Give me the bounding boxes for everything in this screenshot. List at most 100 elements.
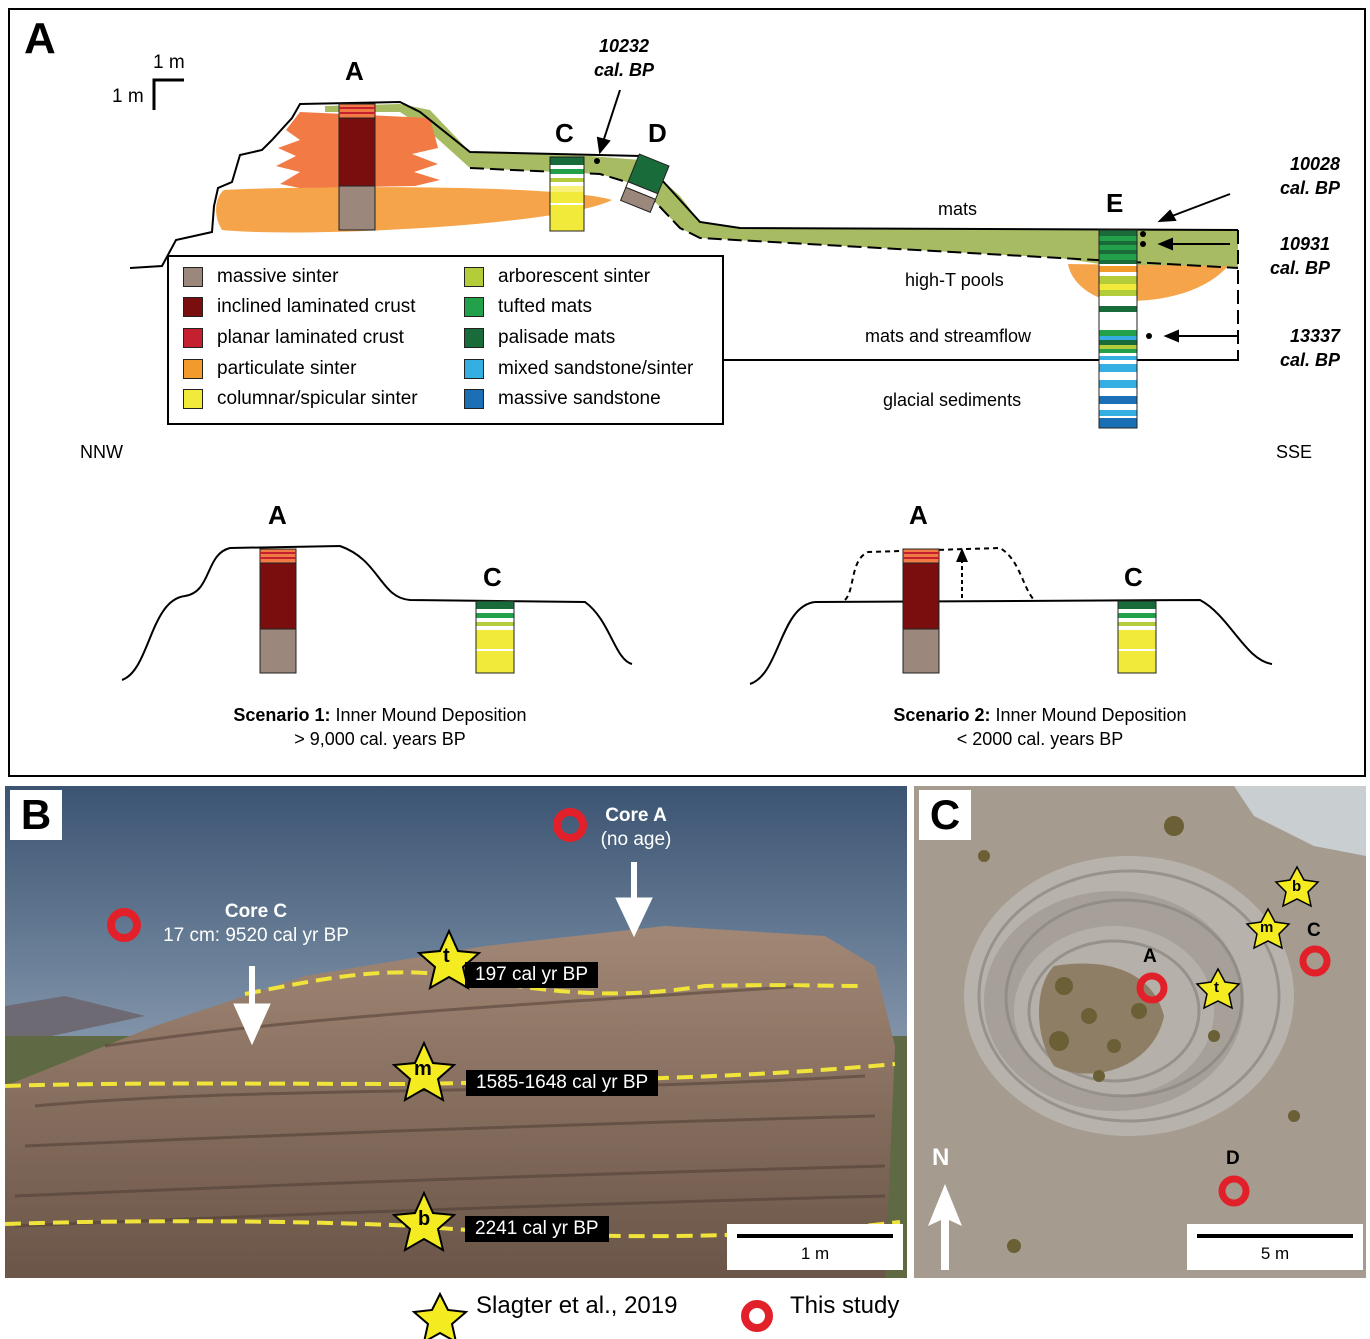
- north-label: N: [932, 1144, 950, 1171]
- zone-mats-streamflow: mats and streamflow: [865, 326, 1032, 346]
- legend-swatch: [183, 359, 203, 379]
- star-b-label: b: [418, 1208, 431, 1230]
- arrow-10232: [602, 89, 621, 143]
- scale-bar: [1197, 1234, 1353, 1238]
- legend-swatch: [183, 297, 203, 317]
- column-label-c: C: [555, 118, 574, 148]
- date-10931-unit: cal. BP: [1269, 258, 1330, 278]
- legend-label: planar laminated crust: [217, 327, 404, 348]
- zone-mats: mats: [938, 199, 978, 219]
- legend-label: massive sandstone: [498, 388, 661, 409]
- panel-c-photo: [914, 786, 1366, 1278]
- legend-item: inclined laminated crust: [183, 295, 416, 319]
- date-10232-number: 10232: [598, 36, 650, 56]
- particulate-lens-e: [1068, 264, 1228, 301]
- zone-glacial-sediments: glacial sediments: [883, 390, 1022, 410]
- scenario2-age: < 2000 cal. years BP: [956, 729, 1124, 749]
- legend-slagter: Slagter et al., 2019: [476, 1292, 678, 1319]
- legend-label: palisade mats: [498, 327, 616, 348]
- column-label-a: A: [345, 56, 364, 86]
- core-column-e: [1098, 229, 1138, 429]
- legend-item: planar laminated crust: [183, 326, 404, 350]
- scenario2-col-a: A: [909, 500, 928, 530]
- outcrop-photo: [5, 786, 907, 1278]
- date-10028-unit: cal. BP: [1279, 178, 1340, 198]
- age-label-m: 1585-1648 cal yr BP: [466, 1070, 659, 1096]
- scale-bar: [737, 1234, 893, 1238]
- zone-high-t-pools: high-T pools: [905, 270, 1004, 290]
- legend-item: tufted mats: [464, 295, 592, 319]
- date-10028: 10028 cal. BP: [1256, 152, 1340, 200]
- date-13337: 13337 cal. BP: [1256, 324, 1340, 372]
- map-star-t-label: t: [1214, 979, 1219, 996]
- direction-nnw: NNW: [80, 442, 123, 462]
- panel-c-letter: C: [919, 790, 971, 840]
- scenario1-col-c: C: [483, 562, 502, 592]
- legend-label: massive sinter: [217, 266, 339, 287]
- panel-a: [8, 8, 1366, 777]
- core-column-a: [338, 103, 376, 231]
- legend-item: palisade mats: [464, 326, 615, 350]
- core-c-title: Core C: [224, 901, 288, 922]
- scenario-1-sketch: [121, 544, 633, 681]
- map-star-m-label: m: [1260, 919, 1274, 936]
- cross-section-diagram: [121, 78, 1273, 685]
- scenario1-caption: Scenario 1: Inner Mound Deposition > 9,0…: [180, 703, 580, 751]
- legend-label: columnar/spicular sinter: [217, 388, 418, 409]
- map-label-c: C: [1307, 920, 1321, 941]
- legend-label: particulate sinter: [217, 358, 357, 379]
- date-10232: 10232 cal. BP: [584, 34, 664, 82]
- map-label-a: A: [1143, 946, 1157, 967]
- scenario1-title-rest: Inner Mound Deposition: [330, 705, 527, 725]
- legend-item: arborescent sinter: [464, 265, 650, 289]
- age-label-t: 197 cal yr BP: [465, 962, 598, 988]
- legend-label: mixed sandstone/sinter: [498, 358, 694, 379]
- map-label-d: D: [1226, 1148, 1240, 1169]
- legend-item: massive sinter: [183, 265, 338, 289]
- legend-this-study: This study: [790, 1292, 900, 1319]
- legend-item: particulate sinter: [183, 357, 356, 381]
- panel-b-scale: 1 m: [727, 1224, 903, 1270]
- panel-c-scale: 5 m: [1187, 1224, 1363, 1270]
- scenario1-col-a: A: [268, 500, 287, 530]
- scenario-2-sketch: [749, 546, 1273, 685]
- core-c-label: Core C 17 cm: 9520 cal yr BP: [150, 900, 362, 948]
- topography-line: [129, 100, 1239, 269]
- legend-swatch: [464, 389, 484, 409]
- legend-label: arborescent sinter: [498, 266, 651, 287]
- legend-item: massive sandstone: [464, 387, 661, 411]
- arrow-10028: [1171, 193, 1231, 217]
- date-10931-number: 10931: [1279, 234, 1330, 254]
- core-c-subtitle: 17 cm: 9520 cal yr BP: [163, 925, 349, 946]
- date-13337-number: 13337: [1289, 326, 1340, 346]
- scenario1-age: > 9,000 cal. years BP: [294, 729, 466, 749]
- date-10232-unit: cal. BP: [593, 60, 655, 80]
- column-label-e: E: [1106, 188, 1124, 218]
- date-10931: 10931 cal. BP: [1246, 232, 1330, 280]
- panel-b-scale-label: 1 m: [800, 1244, 830, 1263]
- direction-sse: SSE: [1276, 442, 1313, 462]
- scenario1-title-bold: Scenario 1:: [233, 705, 331, 725]
- core-a-label: Core A (no age): [586, 804, 686, 852]
- legend-swatch: [464, 297, 484, 317]
- sample-dot-10931: [1140, 241, 1146, 247]
- legend-swatch: [183, 267, 203, 287]
- core-a-subtitle: (no age): [600, 829, 672, 850]
- sample-dot-10232: [594, 158, 600, 164]
- scale-bar-icon: [152, 78, 184, 110]
- legend-swatch: [464, 267, 484, 287]
- panel-b-photo: [5, 786, 907, 1278]
- map-star-b-label: b: [1292, 878, 1302, 895]
- scenario2-col-c: C: [1124, 562, 1143, 592]
- scenario2-caption: Scenario 2: Inner Mound Deposition < 200…: [840, 703, 1240, 751]
- legend-swatch: [183, 328, 203, 348]
- panel-a-letter: A: [24, 14, 56, 63]
- legend-label: inclined laminated crust: [217, 296, 416, 317]
- particulate-lens-a: [216, 187, 612, 233]
- core-column-c: [549, 156, 585, 232]
- star-t-label: t: [443, 945, 450, 967]
- legend-item: mixed sandstone/sinter: [464, 357, 693, 381]
- legend-swatch: [464, 359, 484, 379]
- sample-dot-10028: [1140, 231, 1146, 237]
- sample-dot-13337: [1146, 333, 1152, 339]
